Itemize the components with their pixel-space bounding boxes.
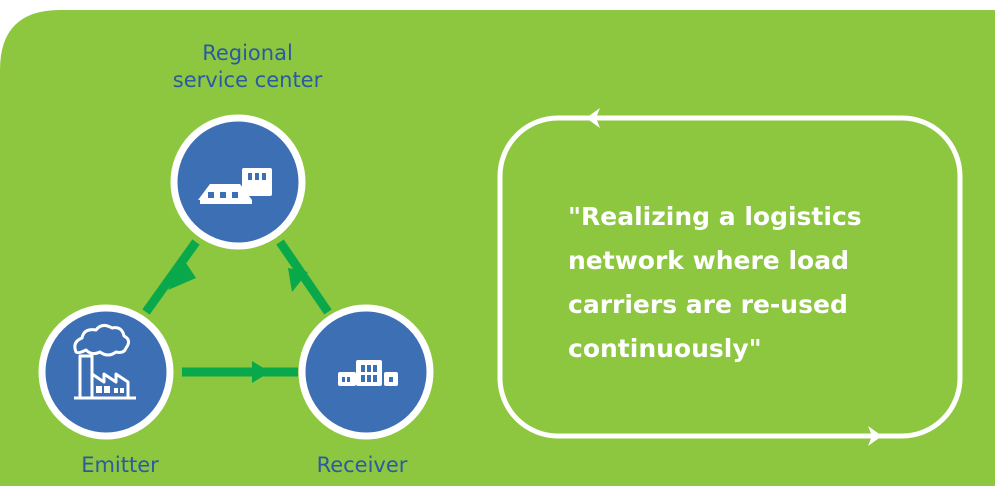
frame-arrow-top <box>586 108 600 128</box>
warehouse-icon <box>198 168 272 204</box>
arrow-head-left <box>168 260 196 290</box>
node-emitter <box>38 304 174 440</box>
arrow-heads <box>168 260 308 383</box>
arrow-head-right <box>288 268 308 292</box>
arrow-regional-to-emitter <box>142 239 200 315</box>
node-receiver <box>298 304 434 440</box>
cycle-frame <box>497 115 963 439</box>
regional-service-center-label: Regional service center <box>172 41 323 92</box>
receiver-label: Receiver <box>316 453 408 477</box>
cycle-frame-arrows <box>586 108 882 446</box>
factory-icon <box>73 323 136 400</box>
node-regional <box>170 114 306 250</box>
frame-arrow-bottom <box>868 426 882 446</box>
cycle-frame-border <box>497 115 963 439</box>
emitter-label: Emitter <box>81 453 159 477</box>
quote-text: "Realizing a logistics network where loa… <box>568 202 862 363</box>
arrow-head-bottom <box>252 361 270 383</box>
